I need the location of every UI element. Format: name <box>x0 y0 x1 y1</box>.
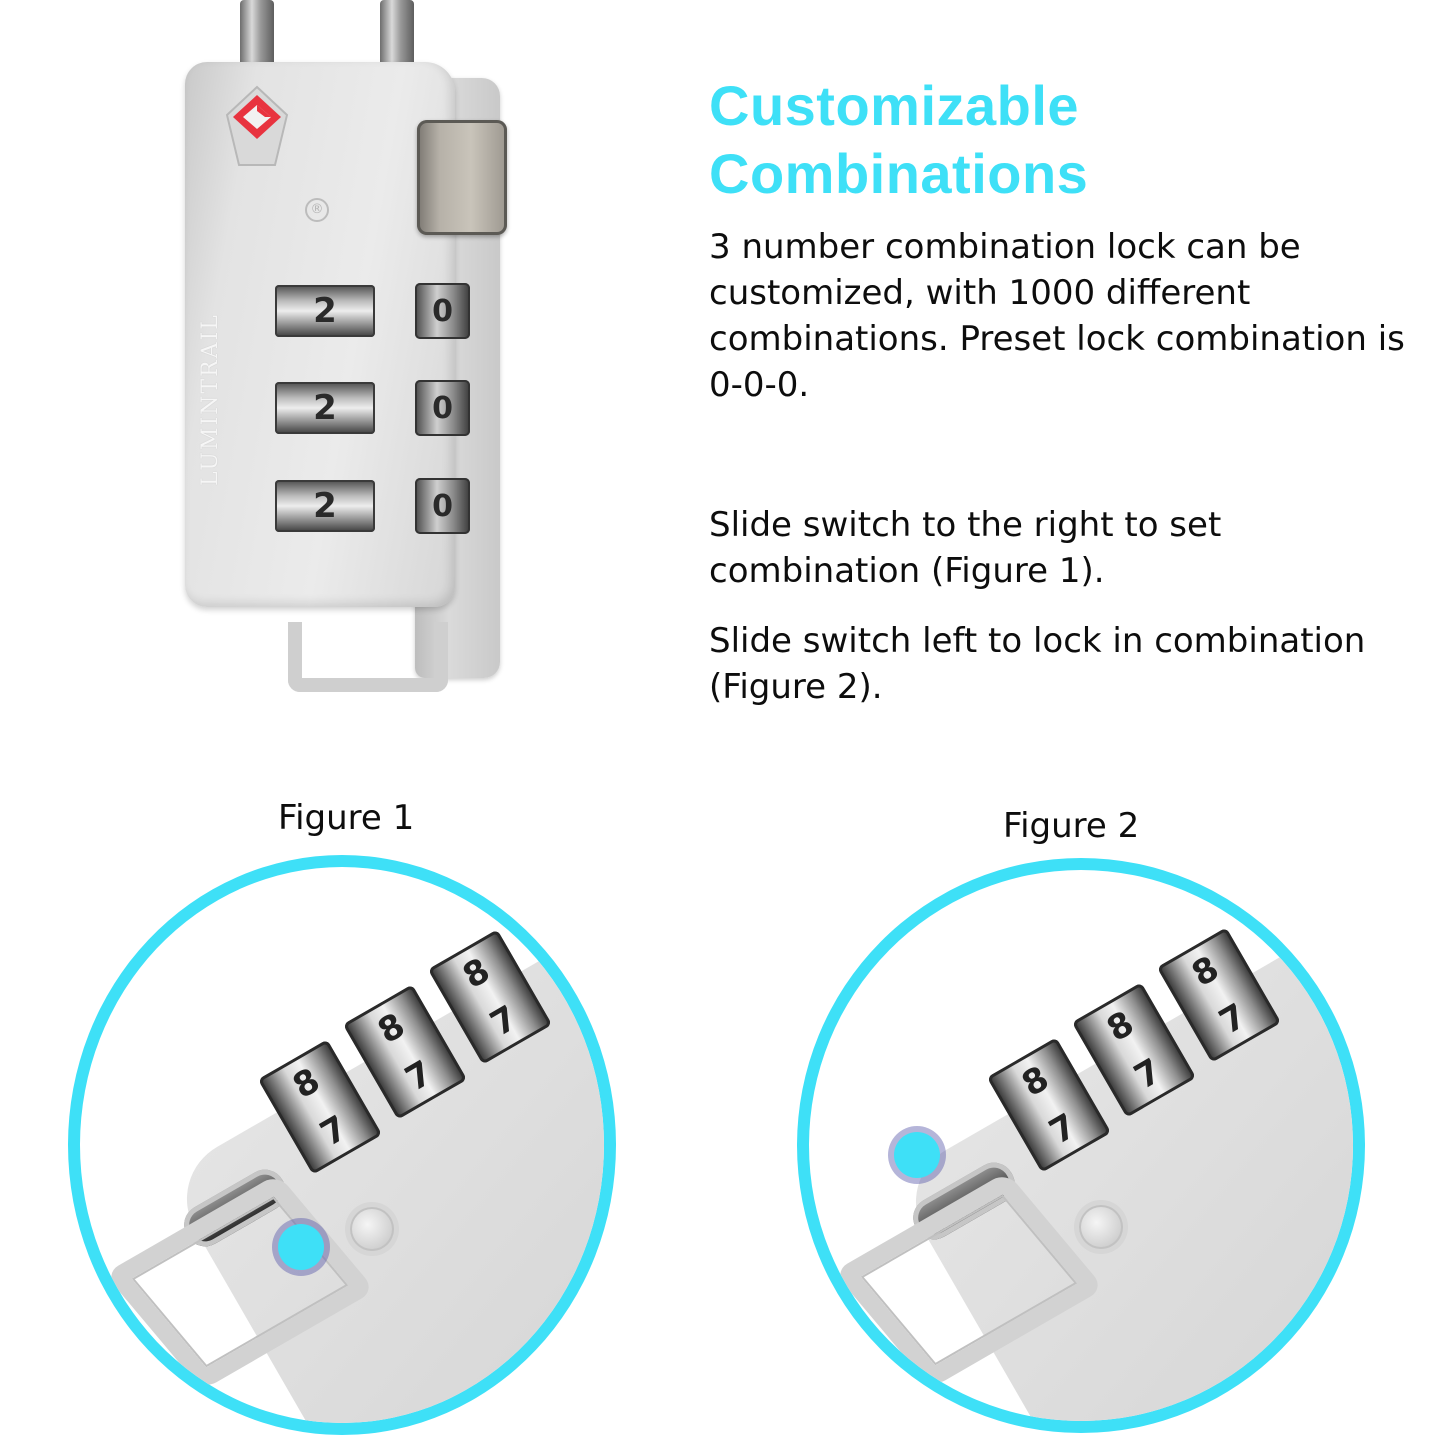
release-button <box>1079 1205 1123 1249</box>
release-button <box>350 1207 394 1251</box>
figure-2-label: Figure 2 <box>1003 806 1140 846</box>
figure-1-label: Figure 1 <box>278 798 415 838</box>
registered-mark: ® <box>305 198 329 222</box>
side-dial: 0 <box>415 283 470 339</box>
headline-line-1: Customizable <box>709 74 1080 137</box>
switch-position-marker <box>894 1132 940 1178</box>
slide-switch <box>417 120 507 235</box>
tsa-diamond-icon <box>225 85 289 166</box>
lock-instruction: Slide switch left to lock in combination… <box>709 621 1366 707</box>
headline: Customizable Combinations <box>709 72 1409 208</box>
brand-label: LUMINTRAIL <box>198 313 223 487</box>
side-dial: 0 <box>415 380 470 436</box>
intro-paragraph: 3 number combination lock can be customi… <box>709 227 1405 405</box>
side-dial: 0 <box>415 478 470 534</box>
front-dial: 2 <box>275 382 375 434</box>
switch-position-marker <box>278 1224 324 1270</box>
lock-loop <box>288 622 448 692</box>
set-instruction: Slide switch to the right to set combina… <box>709 505 1222 591</box>
front-dial: 2 <box>275 285 375 337</box>
front-dial: 2 <box>275 480 375 532</box>
product-image-lock: ® LUMINTRAIL 2 2 2 0 0 0 <box>180 0 520 700</box>
headline-line-2: Combinations <box>709 142 1089 205</box>
